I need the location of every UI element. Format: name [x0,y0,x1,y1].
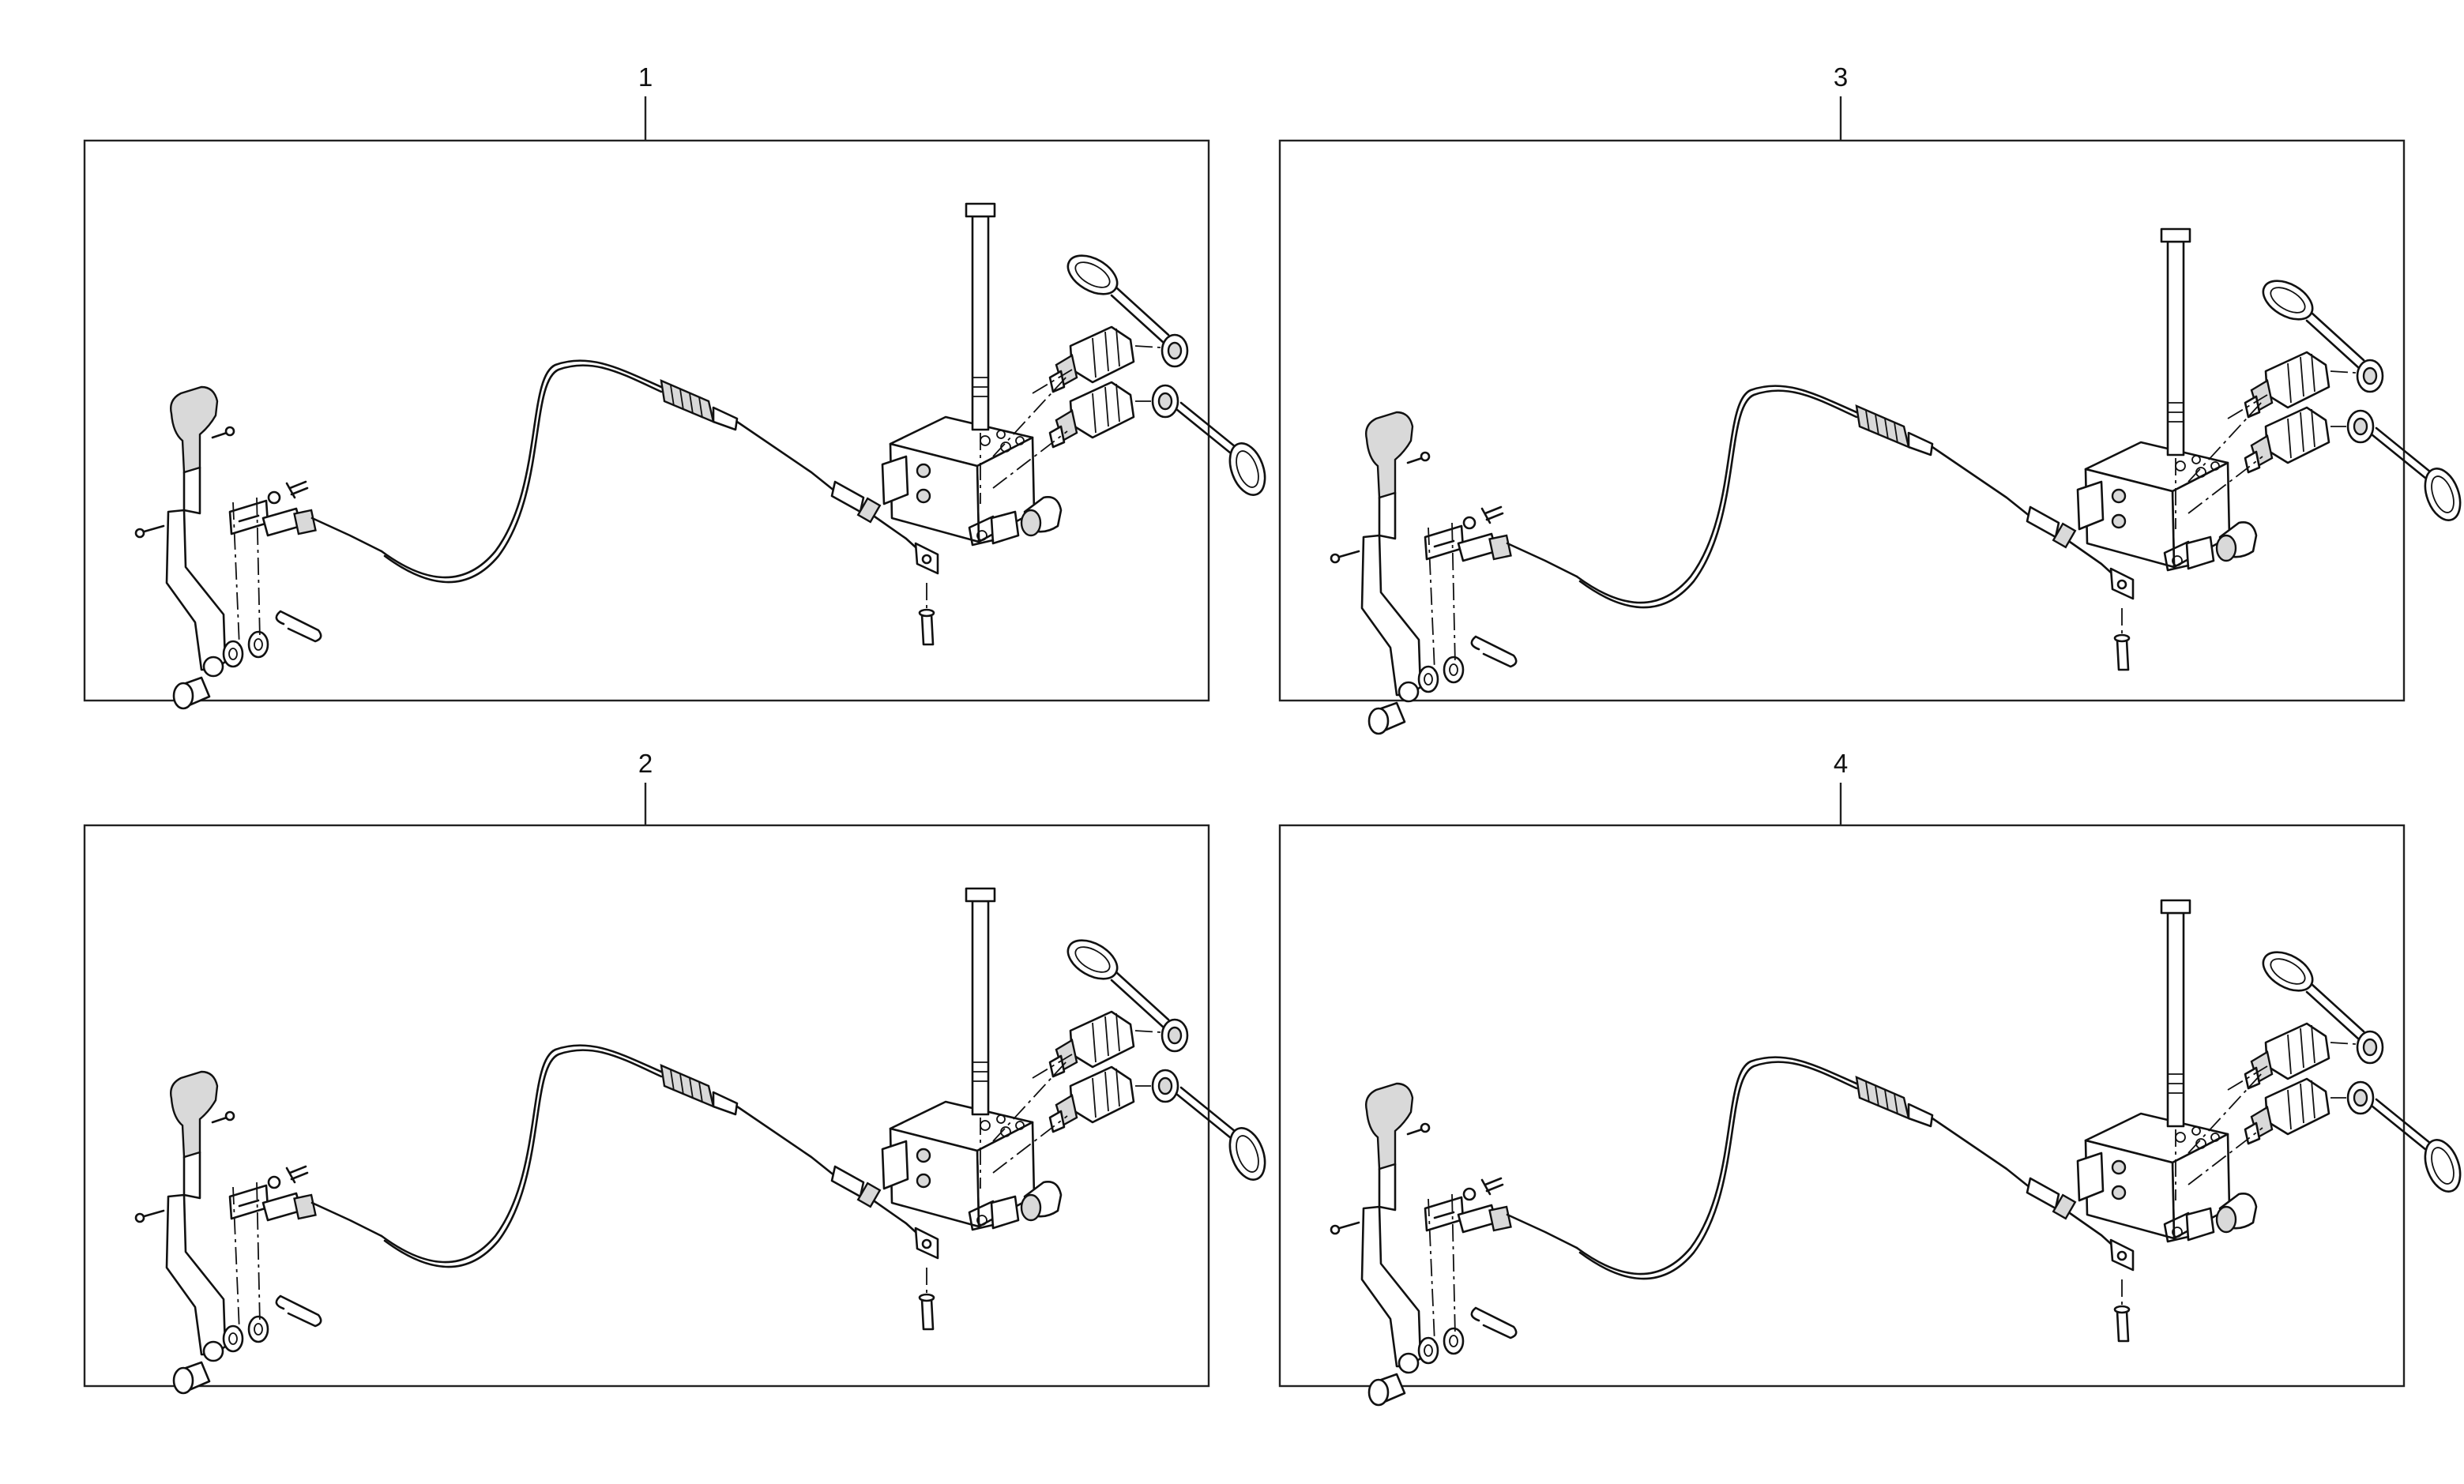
callout-3: 3 [1834,62,1848,92]
panel-frame-2 [83,824,1210,1388]
callout-2: 2 [638,749,653,778]
panel-frame-3 [1278,139,2406,702]
panel-frame-4 [1278,824,2406,1388]
panel-3: 3 [1278,62,2464,735]
panel-4: 4 [1278,749,2464,1407]
panel-1: 1 [83,62,1273,710]
panel-2: 2 [83,749,1273,1395]
callout-4: 4 [1834,749,1848,778]
panel-frame-1 [83,139,1210,702]
callout-1: 1 [638,62,653,92]
